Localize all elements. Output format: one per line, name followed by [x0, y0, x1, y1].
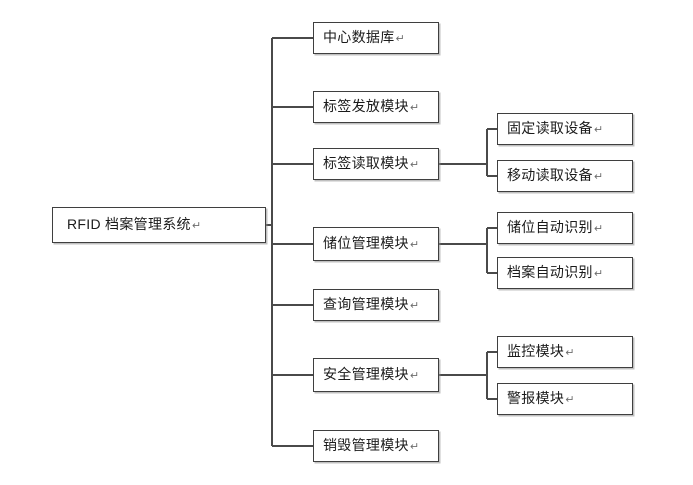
node-mobile-reader-device-label: 移动读取设备↵ — [507, 167, 604, 184]
node-storage-management-module-label: 储位管理模块↵ — [323, 235, 420, 252]
pilcrow-icon: ↵ — [409, 441, 420, 454]
node-central-database[interactable]: 中心数据库↵ — [313, 22, 439, 54]
pilcrow-icon: ↵ — [565, 347, 575, 360]
pilcrow-icon: ↵ — [191, 220, 202, 233]
pilcrow-icon: ↵ — [593, 268, 604, 281]
node-monitoring-module-label: 监控模块↵ — [507, 343, 575, 360]
node-tag-issuing-module[interactable]: 标签发放模块↵ — [313, 91, 439, 123]
node-tag-reading-module[interactable]: 标签读取模块↵ — [313, 148, 439, 180]
node-fixed-reader-device-label: 固定读取设备↵ — [507, 120, 604, 137]
node-storage-auto-recognition-label: 储位自动识别↵ — [507, 219, 604, 236]
node-archive-auto-recognition-label: 档案自动识别↵ — [507, 264, 604, 281]
node-central-database-label: 中心数据库↵ — [323, 29, 406, 46]
pilcrow-icon: ↵ — [565, 394, 575, 407]
node-archive-auto-recognition[interactable]: 档案自动识别↵ — [497, 257, 633, 289]
node-alarm-module[interactable]: 警报模块↵ — [497, 383, 633, 415]
pilcrow-icon: ↵ — [593, 124, 604, 137]
node-security-management-module-label: 安全管理模块↵ — [323, 366, 420, 383]
pilcrow-icon: ↵ — [409, 370, 420, 383]
pilcrow-icon: ↵ — [593, 223, 604, 236]
node-root[interactable]: RFID 档案管理系统↵ — [52, 207, 266, 243]
node-query-management-module[interactable]: 查询管理模块↵ — [313, 289, 439, 321]
node-query-management-module-label: 查询管理模块↵ — [323, 296, 420, 313]
pilcrow-icon: ↵ — [409, 102, 420, 115]
pilcrow-icon: ↵ — [409, 239, 420, 252]
node-tag-issuing-module-label: 标签发放模块↵ — [323, 98, 420, 115]
node-fixed-reader-device[interactable]: 固定读取设备↵ — [497, 113, 633, 145]
pilcrow-icon: ↵ — [395, 33, 406, 46]
node-mobile-reader-device[interactable]: 移动读取设备↵ — [497, 160, 633, 192]
pilcrow-icon: ↵ — [409, 300, 420, 313]
node-security-management-module[interactable]: 安全管理模块↵ — [313, 358, 439, 392]
node-monitoring-module[interactable]: 监控模块↵ — [497, 336, 633, 368]
node-storage-auto-recognition[interactable]: 储位自动识别↵ — [497, 212, 633, 244]
node-root-label: RFID 档案管理系统↵ — [67, 216, 202, 233]
pilcrow-icon: ↵ — [409, 159, 420, 172]
pilcrow-icon: ↵ — [593, 171, 604, 184]
node-storage-management-module[interactable]: 储位管理模块↵ — [313, 227, 439, 261]
node-destruction-management-module-label: 销毁管理模块↵ — [323, 437, 420, 454]
node-alarm-module-label: 警报模块↵ — [507, 390, 575, 407]
node-tag-reading-module-label: 标签读取模块↵ — [323, 155, 420, 172]
node-destruction-management-module[interactable]: 销毁管理模块↵ — [313, 430, 439, 462]
